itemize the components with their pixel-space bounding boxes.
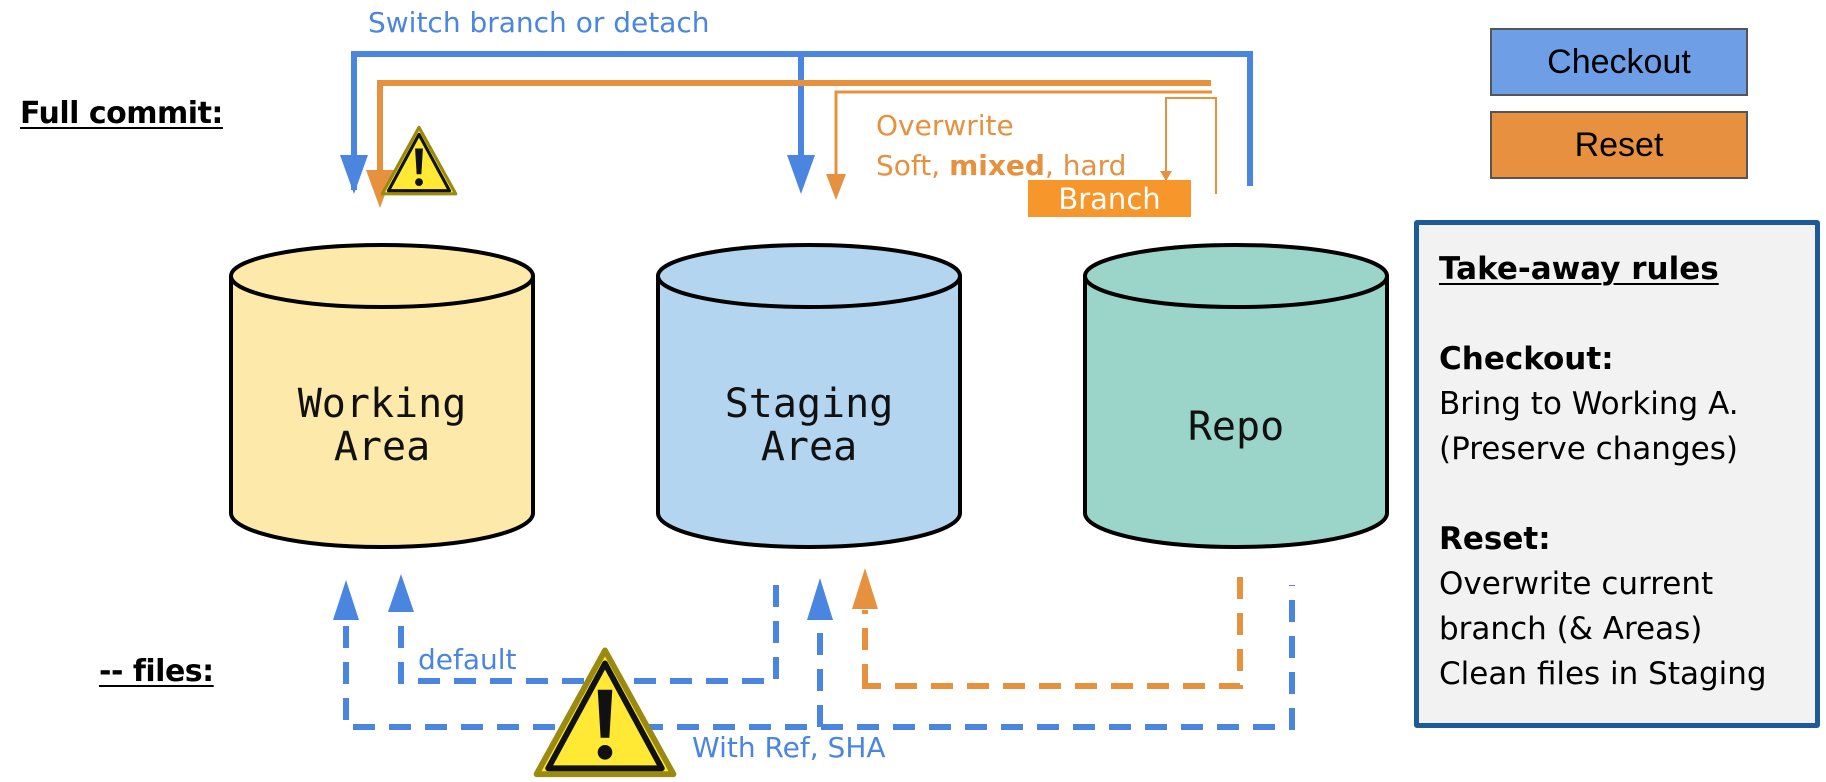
files-label: -- files: [99,654,214,689]
warning-icon [380,125,458,196]
legend-reset: Reset [1490,111,1748,179]
rules-reset-heading: Reset: [1439,521,1551,557]
staging-area-label-2: Area [761,424,857,470]
rules-reset-line: Overwrite current [1439,566,1714,602]
arrowhead-files-sha-to-working [333,580,359,620]
arrowhead-reset-to-branch [1160,171,1172,181]
arrowhead-to-staging [787,155,815,194]
switch-branch-label: Switch branch or detach [368,6,710,39]
staging-area-label-1: Staging [725,381,894,427]
repo-cylinder: Repo [1083,243,1389,549]
arrowhead-files-to-staging [807,578,833,620]
full-commit-label: Full commit: [20,96,223,131]
overwrite-label: Overwrite [876,109,1014,142]
with-ref-sha-label: With Ref, SHA [692,731,886,764]
reset-mode-hard: , hard [1044,149,1127,182]
branch-box: Branch [1028,180,1191,217]
checkout-commit-path [340,51,1253,194]
rules-reset-line: branch (& Areas) [1439,611,1703,647]
reset-files-path [862,575,1243,689]
reset-mode-soft: Soft, [876,149,950,182]
repo-label: Repo [1188,404,1284,450]
rules-checkout-heading: Checkout: [1439,341,1614,377]
staging-area-cylinder: Staging Area [656,243,962,549]
default-label: default [418,643,517,676]
reset-modes-label: Soft, mixed, hard [876,146,1126,186]
rules-title: Take-away rules [1439,251,1719,287]
legend-checkout: Checkout [1490,28,1748,96]
rules-checkout-line: (Preserve changes) [1439,431,1738,467]
arrowhead-reset-files-to-staging [852,568,878,609]
warning-icon [537,650,674,774]
checkout-files-paths [343,578,1295,730]
arrowhead-reset-to-staging [826,174,846,200]
arrowhead-reset-to-working [366,170,394,208]
working-area-label-2: Area [334,424,430,470]
reset-commit-path [366,80,1217,208]
arrowhead-files-default-to-working [388,574,414,612]
rules-reset-line: Clean files in Staging [1439,656,1767,692]
working-area-cylinder: Working Area [229,243,535,549]
working-area-label-1: Working [298,381,467,427]
arrowhead-to-working [340,155,368,194]
reset-mode-mixed: mixed [949,149,1045,182]
takeaway-rules-panel: Take-away rules Checkout: Bring to Worki… [1414,220,1820,728]
rules-checkout-line: Bring to Working A. [1439,386,1739,422]
